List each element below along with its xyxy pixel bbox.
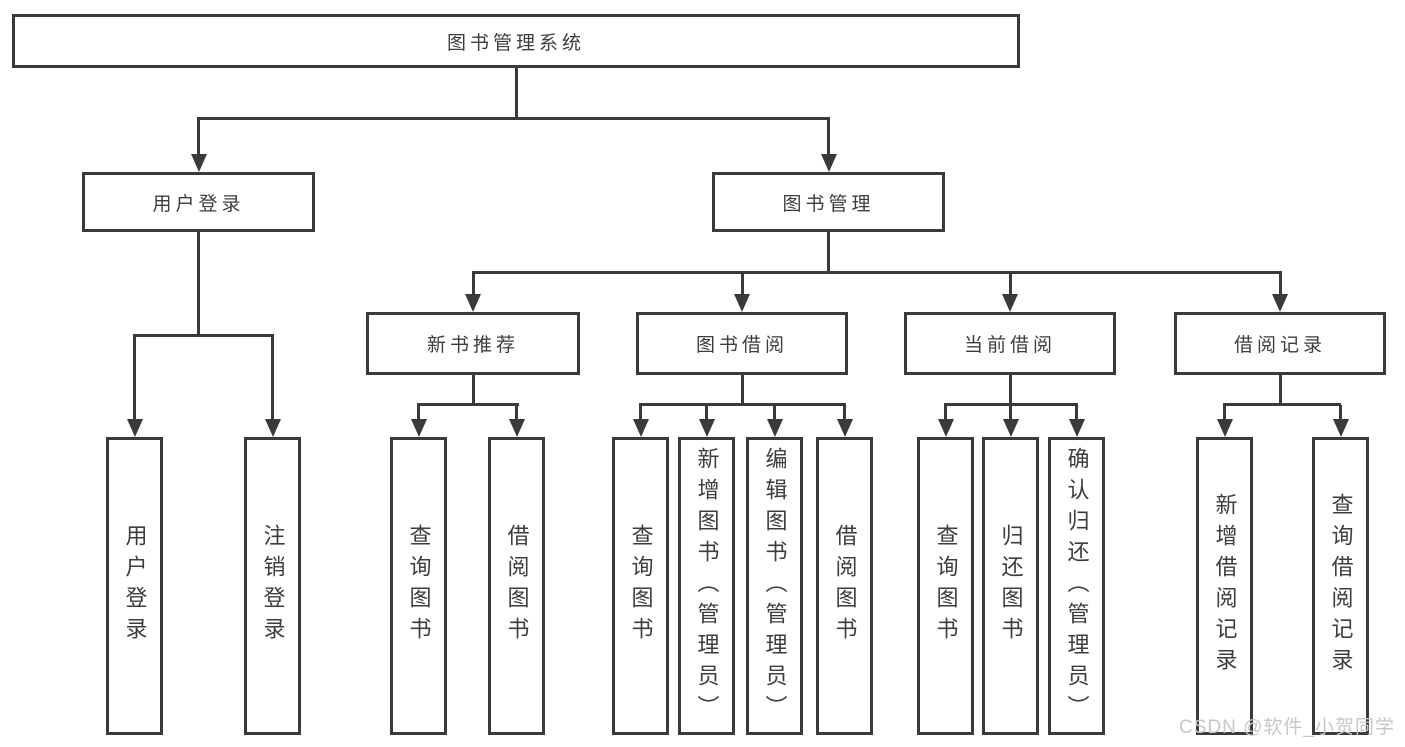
connector-line <box>705 405 708 421</box>
leaf-add-book-admin: 新增图书（管理员） <box>678 437 735 735</box>
connector-line <box>1008 273 1012 297</box>
connector-line <box>197 232 200 337</box>
connector-line <box>843 405 846 421</box>
connector-line <box>133 334 274 337</box>
leaf-label: 新增图书（管理员） <box>694 446 720 726</box>
leaf-query-books-borrow: 查询图书 <box>612 437 669 735</box>
connector-line <box>1278 273 1282 297</box>
leaf-label: 用户登录 <box>122 524 148 648</box>
leaf-borrow-books-recommend: 借阅图书 <box>488 437 545 735</box>
connector-line <box>515 405 518 421</box>
node-label: 图书管理 <box>782 193 875 215</box>
node-current-borrowing: 当前借阅 <box>904 312 1116 375</box>
node-user-login-branch: 用户登录 <box>82 172 315 232</box>
leaf-label: 归还图书 <box>998 524 1024 648</box>
node-book-borrowing: 图书借阅 <box>636 312 848 375</box>
leaf-label: 注销登录 <box>260 524 286 648</box>
connector-line <box>1339 405 1342 421</box>
connector-line <box>639 405 642 421</box>
connector-line <box>1008 375 1012 406</box>
node-book-management: 图书管理 <box>712 172 945 232</box>
arrow-down-icon <box>836 419 853 437</box>
node-label: 新书推荐 <box>426 335 519 356</box>
arrow-down-icon <box>1272 294 1288 312</box>
connector-line <box>197 118 200 158</box>
connector-line <box>417 405 420 421</box>
connector-line <box>740 375 744 406</box>
connector-line <box>417 403 519 406</box>
leaf-return-books: 归还图书 <box>982 437 1039 735</box>
arrow-down-icon <box>465 294 481 312</box>
leaf-borrow-books: 借阅图书 <box>816 437 873 735</box>
leaf-label: 查询借阅记录 <box>1328 493 1354 679</box>
leaf-logout: 注销登录 <box>244 437 301 735</box>
connector-line <box>827 232 830 274</box>
leaf-label: 查询图书 <box>628 524 654 648</box>
node-library-system: 图书管理系统 <box>12 14 1020 68</box>
connector-line <box>944 405 947 421</box>
connector-line <box>471 375 475 406</box>
leaf-query-books-current: 查询图书 <box>917 437 974 735</box>
leaf-query-borrow-record: 查询借阅记录 <box>1312 437 1369 735</box>
connector-line <box>740 273 744 297</box>
arrow-down-icon <box>1002 419 1019 437</box>
leaf-label: 新增借阅记录 <box>1212 493 1238 679</box>
arrow-down-icon <box>126 419 143 437</box>
leaf-query-books-recommend: 查询图书 <box>390 437 447 735</box>
connector-line <box>1009 405 1012 421</box>
connector-line <box>1278 375 1282 406</box>
arrow-down-icon <box>190 154 207 172</box>
connector-line <box>133 336 136 421</box>
arrow-down-icon <box>264 419 281 437</box>
arrow-down-icon <box>1332 419 1349 437</box>
arrow-down-icon <box>508 419 525 437</box>
arrow-down-icon <box>1002 294 1018 312</box>
connector-line <box>514 68 518 118</box>
leaf-user-login: 用户登录 <box>106 437 163 735</box>
leaf-label: 借阅图书 <box>832 524 858 648</box>
arrow-down-icon <box>1068 419 1085 437</box>
node-label: 图书借阅 <box>695 335 788 356</box>
leaf-label: 确认归还（管理员） <box>1064 446 1090 726</box>
leaf-add-borrow-record: 新增借阅记录 <box>1196 437 1253 735</box>
connector-line <box>1223 403 1341 406</box>
arrow-down-icon <box>937 419 954 437</box>
connector-line <box>1075 405 1078 421</box>
connector-line <box>944 403 1078 406</box>
leaf-label: 查询图书 <box>406 524 432 648</box>
leaf-confirm-return-admin: 确认归还（管理员） <box>1048 437 1105 735</box>
leaf-edit-book-admin: 编辑图书（管理员） <box>746 437 803 735</box>
connector-line <box>197 116 830 120</box>
node-label: 当前借阅 <box>963 335 1056 356</box>
arrow-down-icon <box>1216 419 1233 437</box>
arrow-down-icon <box>632 419 649 437</box>
leaf-label: 查询图书 <box>933 524 959 648</box>
arrow-down-icon <box>410 419 427 437</box>
connector-line <box>639 403 846 406</box>
node-borrowing-records: 借阅记录 <box>1174 312 1386 375</box>
leaf-label: 编辑图书（管理员） <box>762 446 788 726</box>
connector-line <box>471 271 1282 274</box>
node-label: 用户登录 <box>152 193 245 215</box>
node-new-book-recommend: 新书推荐 <box>366 312 580 375</box>
connector-line <box>1223 405 1226 421</box>
connector-line <box>471 273 475 297</box>
arrow-down-icon <box>698 419 715 437</box>
csdn-watermark: CSDN @软件_小贺同学 <box>1179 717 1395 738</box>
connector-line <box>271 336 274 421</box>
node-label: 借阅记录 <box>1233 335 1326 356</box>
leaf-label: 借阅图书 <box>504 524 530 648</box>
connector-line <box>773 405 776 421</box>
node-label: 图书管理系统 <box>446 32 585 54</box>
arrow-down-icon <box>766 419 783 437</box>
arrow-down-icon <box>734 294 750 312</box>
connector-line <box>827 118 830 158</box>
arrow-down-icon <box>820 154 837 172</box>
